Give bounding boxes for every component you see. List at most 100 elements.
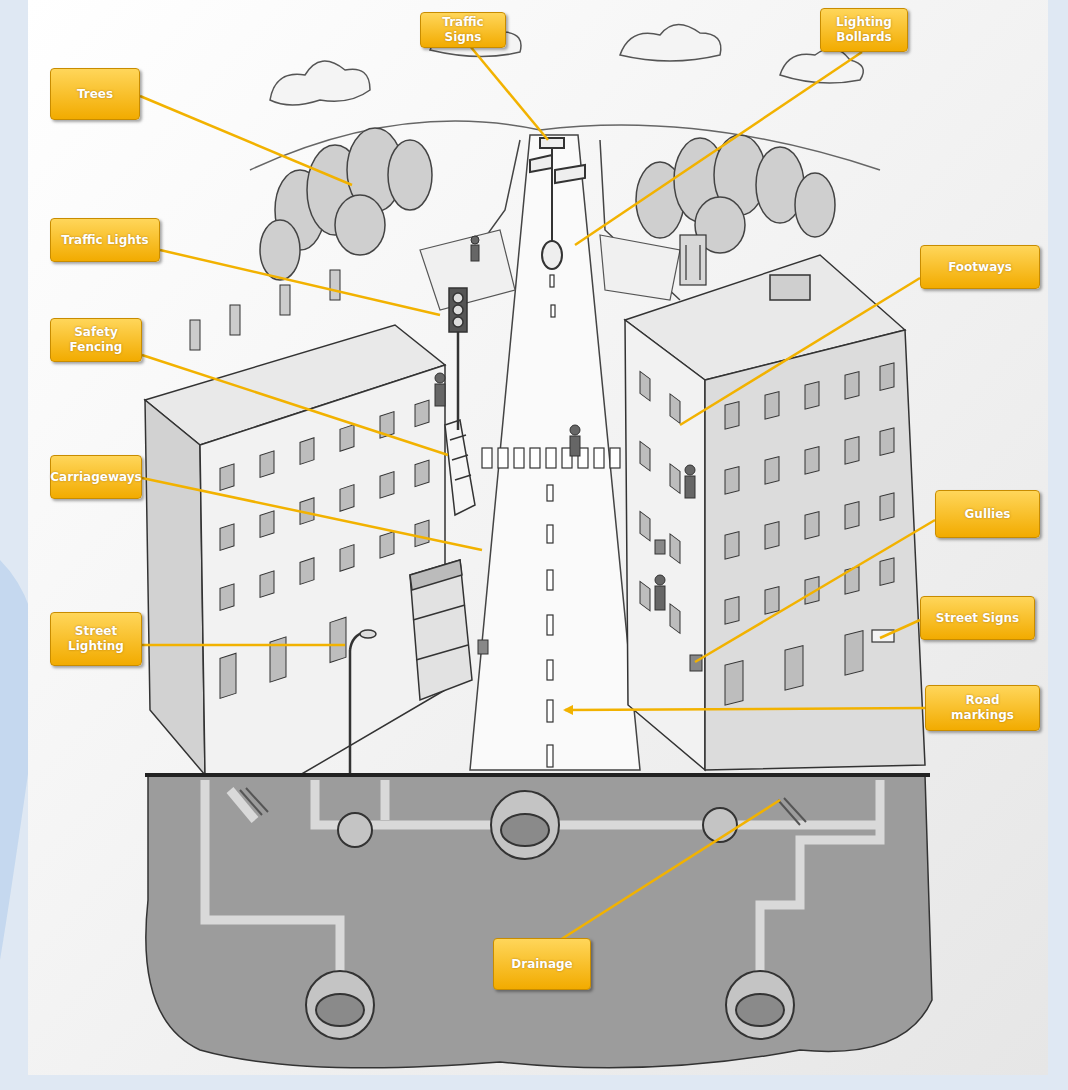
sky-clouds-part: [270, 61, 370, 105]
street-lamp-part: [360, 630, 376, 638]
traffic-light: [449, 288, 467, 430]
pedestrians-part: [570, 436, 580, 456]
bus-part: [410, 560, 472, 700]
right-building-part-part: [765, 457, 779, 485]
left-building-part-part: [380, 532, 394, 559]
right-building-part-part: [640, 371, 650, 401]
label-text: Street Lighting: [57, 624, 135, 654]
left-building-part: [190, 270, 340, 350]
pedestrians-part: [685, 476, 695, 498]
label-text: Lighting Bollards: [827, 15, 901, 45]
bus: [410, 560, 472, 700]
pipe-sections-part: [338, 813, 372, 847]
traffic-sign-post: [530, 138, 585, 269]
road-part: [470, 135, 640, 770]
leader-lines-part: [140, 96, 352, 185]
crossing-part: [498, 448, 508, 468]
street-lamp: [350, 630, 376, 775]
leader-lines-part: [680, 278, 920, 425]
left-building-part: [200, 365, 445, 775]
left-building-part-part: [415, 460, 429, 487]
label-text: Carriageways: [50, 470, 141, 485]
right-building-part-part: [880, 428, 894, 456]
trees-part: [388, 140, 432, 210]
crossing-part: [610, 448, 620, 468]
trees-part: [260, 220, 300, 280]
centre-line-dashes-part: [547, 485, 553, 501]
drainage-pipes-part: [205, 780, 340, 975]
left-building-part-part: [190, 320, 200, 350]
pedestrians-part: [655, 575, 665, 585]
sky-clouds: [270, 22, 863, 105]
pedestrians: [435, 236, 695, 610]
left-building-part-part: [270, 637, 286, 682]
leader-lines-part: [160, 250, 440, 315]
label-text: Traffic Lights: [61, 233, 148, 248]
pedestrians-part: [471, 236, 479, 244]
callout-label: Safety Fencing: [50, 318, 142, 362]
phone-box-part: [680, 235, 706, 285]
crossing-part: [546, 448, 556, 468]
leader-lines-part: [142, 478, 482, 550]
label-text: Road markings: [932, 693, 1033, 723]
leader-lines: [140, 40, 935, 940]
label-text: Safety Fencing: [57, 325, 135, 355]
callout-label: Carriageways: [50, 455, 142, 499]
crossing: [482, 448, 620, 468]
left-building-part: [220, 400, 429, 698]
left-building-part: [145, 400, 205, 775]
phone-box: [680, 235, 706, 285]
left-building-part-part: [230, 305, 240, 335]
right-building-part: [625, 320, 705, 770]
traffic-sign-post-part: [540, 138, 564, 148]
gullies-part: [655, 540, 665, 554]
leader-lines-part: [575, 52, 862, 245]
left-building: [145, 270, 445, 775]
pedestrians-part: [471, 245, 479, 261]
left-building-part-part: [220, 653, 236, 698]
right-building-part-part: [805, 447, 819, 475]
right-building-part-part: [845, 631, 863, 676]
sky-clouds-part: [620, 24, 721, 61]
centre-line-dashes-part: [551, 305, 555, 317]
right-building-part-part: [845, 437, 859, 465]
pedestrians-part: [655, 586, 665, 610]
label-text: Footways: [948, 260, 1012, 275]
street-lamp-part: [349, 650, 352, 775]
callout-label: Drainage: [493, 938, 591, 990]
left-building-part-part: [260, 451, 274, 478]
phone-box-part: [685, 245, 686, 280]
bus-part: [410, 560, 462, 590]
label-text: Traffic Signs: [427, 15, 499, 45]
crossing-part: [594, 448, 604, 468]
left-building-part-part: [330, 270, 340, 300]
pipe-sections-part: [491, 791, 559, 859]
centre-line-dashes-part: [547, 745, 553, 767]
pipe-sections-part: [726, 971, 794, 1039]
left-building-part-part: [260, 571, 274, 598]
left-building-part-part: [300, 558, 314, 585]
right-building-part-part: [785, 646, 803, 691]
left-building-part-part: [340, 485, 354, 512]
bus-part: [416, 645, 468, 660]
traffic-light-part: [453, 293, 463, 303]
underground: [145, 775, 932, 1068]
callout-label: Road markings: [925, 685, 1040, 731]
pedestrians-part: [685, 465, 695, 475]
callout-label: Lighting Bollards: [820, 8, 908, 52]
right-building-part-part: [725, 661, 743, 706]
callout-label: Street Lighting: [50, 612, 142, 666]
pipe-sections-part: [316, 994, 364, 1026]
right-building-part-part: [640, 511, 650, 541]
right-building-part-part: [670, 464, 680, 494]
right-building-part-part: [670, 604, 680, 634]
right-building-part-part: [845, 372, 859, 400]
centre-line-dashes: [547, 275, 555, 767]
safety-fence-part: [455, 475, 471, 480]
callout-label: Trees: [50, 68, 140, 120]
pedestrians-part: [435, 384, 445, 406]
right-building-part-part: [670, 394, 680, 424]
pipe-sections-part: [501, 814, 549, 846]
